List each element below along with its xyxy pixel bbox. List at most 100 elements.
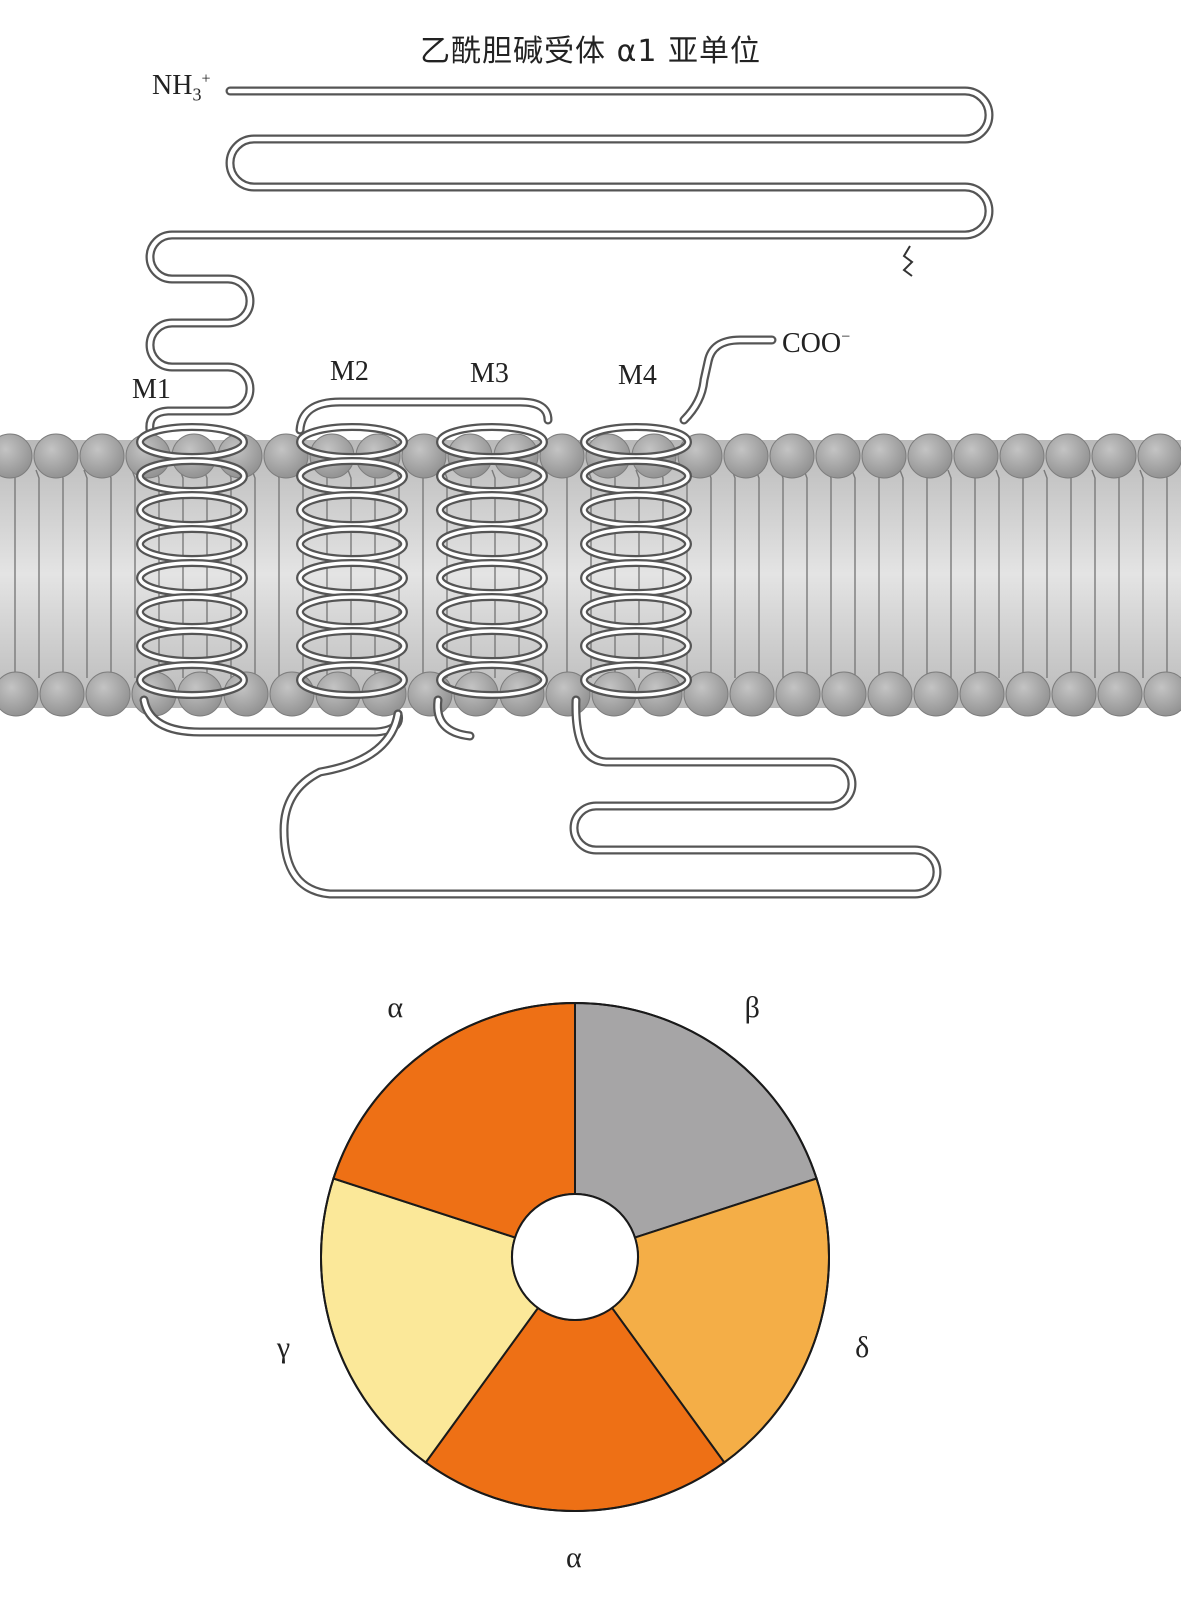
lipid-head-outer (907, 433, 953, 479)
lipid-tail (83, 469, 88, 678)
lipid-tail (659, 469, 664, 678)
lipid-tail (371, 469, 376, 678)
turn-m3 (433, 695, 475, 741)
lipid-tail (251, 469, 256, 678)
lipid-head-inner (683, 671, 729, 717)
c-terminus-charge: − (841, 328, 851, 346)
lipid-tail (899, 469, 904, 678)
lipid-tail (1163, 469, 1168, 678)
c-terminus-label: COO− (782, 328, 850, 360)
lipid-head-inner (85, 671, 131, 717)
subunit-label-0: β (744, 991, 760, 1025)
lipid-head-inner (821, 671, 867, 717)
c-terminus-base: COO (782, 328, 842, 359)
lipid-tail (731, 469, 736, 678)
lipid-head-outer (953, 433, 999, 479)
lipid-head-outer (33, 433, 79, 479)
c-terminal-tail (679, 335, 777, 425)
lipid-head-outer (1091, 433, 1137, 479)
lipid-tail (1019, 469, 1024, 678)
lipid-tail (131, 469, 136, 678)
lipid-tail (203, 469, 208, 678)
lipid-tail (11, 469, 16, 678)
subunit-label-1: δ (855, 1330, 870, 1364)
extracellular-n-terminal-domain (145, 86, 994, 435)
lipid-head-inner (959, 671, 1005, 717)
helix-m3 (436, 423, 548, 699)
lipid-head-outer (79, 433, 125, 479)
lipid-tail (107, 469, 112, 678)
lipid-tail (779, 469, 784, 678)
lipid-tail (995, 469, 1000, 678)
lipid-tail (1043, 469, 1048, 678)
segment-label-m2: M2 (330, 356, 369, 387)
lipid-head-outer (539, 433, 585, 479)
lipid-tail (563, 469, 568, 678)
polypeptide-chain (136, 86, 994, 899)
helix-m2 (296, 423, 408, 699)
n-terminus-charge: + (201, 70, 211, 88)
membrane-topology-diagram (0, 86, 1181, 899)
lipid-head-outer (1045, 433, 1091, 479)
lipid-tail (851, 469, 856, 678)
lipid-head-inner (1005, 671, 1051, 717)
lipid-head-outer (861, 433, 907, 479)
loop-m2-m3 (295, 397, 553, 435)
lipid-tail (323, 469, 328, 678)
intracellular-m3-m4-loop (279, 695, 942, 899)
lipid-tail (59, 469, 64, 678)
helix-m1 (136, 423, 248, 699)
n-terminus-base: NH (152, 70, 193, 101)
subunit-label-4: α (387, 991, 404, 1025)
lipid-head-inner (39, 671, 85, 717)
lipid-tail (1139, 469, 1144, 678)
lipid-tail (875, 469, 880, 678)
lipid-tail (227, 469, 232, 678)
lipid-tail (467, 469, 472, 678)
n-terminus-subscript: 3 (192, 84, 202, 105)
lipid-tail (347, 469, 352, 678)
segment-label-m4: M4 (618, 360, 657, 391)
lipid-tail (971, 469, 976, 678)
lipid-tail (1115, 469, 1120, 678)
lipid-tail (755, 469, 760, 678)
lipid-head-inner (0, 671, 39, 717)
figure-title: 乙酰胆碱受体 α1 亚单位 (420, 34, 761, 69)
helix-m4 (580, 423, 692, 699)
lipid-tail (803, 469, 808, 678)
lipid-head-inner (867, 671, 913, 717)
segment-label-m3: M3 (470, 358, 509, 389)
lipid-head-inner (1051, 671, 1097, 717)
lipid-tail (179, 469, 184, 678)
lipid-tail (1091, 469, 1096, 678)
lipid-tail (155, 469, 160, 678)
lipid-tail (35, 469, 40, 678)
lipid-tail (611, 469, 616, 678)
lipid-tail (947, 469, 952, 678)
lipid-head-outer (769, 433, 815, 479)
lipid-tail (827, 469, 832, 678)
glycosylation-mark (902, 245, 914, 277)
lipid-tail (491, 469, 496, 678)
lipid-head-inner (775, 671, 821, 717)
subunit-label-2: α (566, 1541, 582, 1574)
lipid-heads (0, 433, 1181, 717)
lipid-head-inner (913, 671, 959, 717)
subunit-label-3: γ (276, 1330, 291, 1364)
lipid-tail (515, 469, 520, 678)
lipid-head-outer (0, 433, 33, 479)
ring-outer-outline (320, 1002, 830, 1512)
lipid-head-outer (815, 433, 861, 479)
lipid-tail (635, 469, 640, 678)
lipid-head-outer (723, 433, 769, 479)
lipid-head-inner (1143, 671, 1181, 717)
lipid-head-inner (1097, 671, 1143, 717)
segment-label-m1: M1 (132, 374, 171, 405)
lipid-tail (923, 469, 928, 678)
lipid-tail (419, 469, 424, 678)
lipid-head-outer (1137, 433, 1181, 479)
lipid-head-inner (729, 671, 775, 717)
lipid-tail (275, 469, 280, 678)
